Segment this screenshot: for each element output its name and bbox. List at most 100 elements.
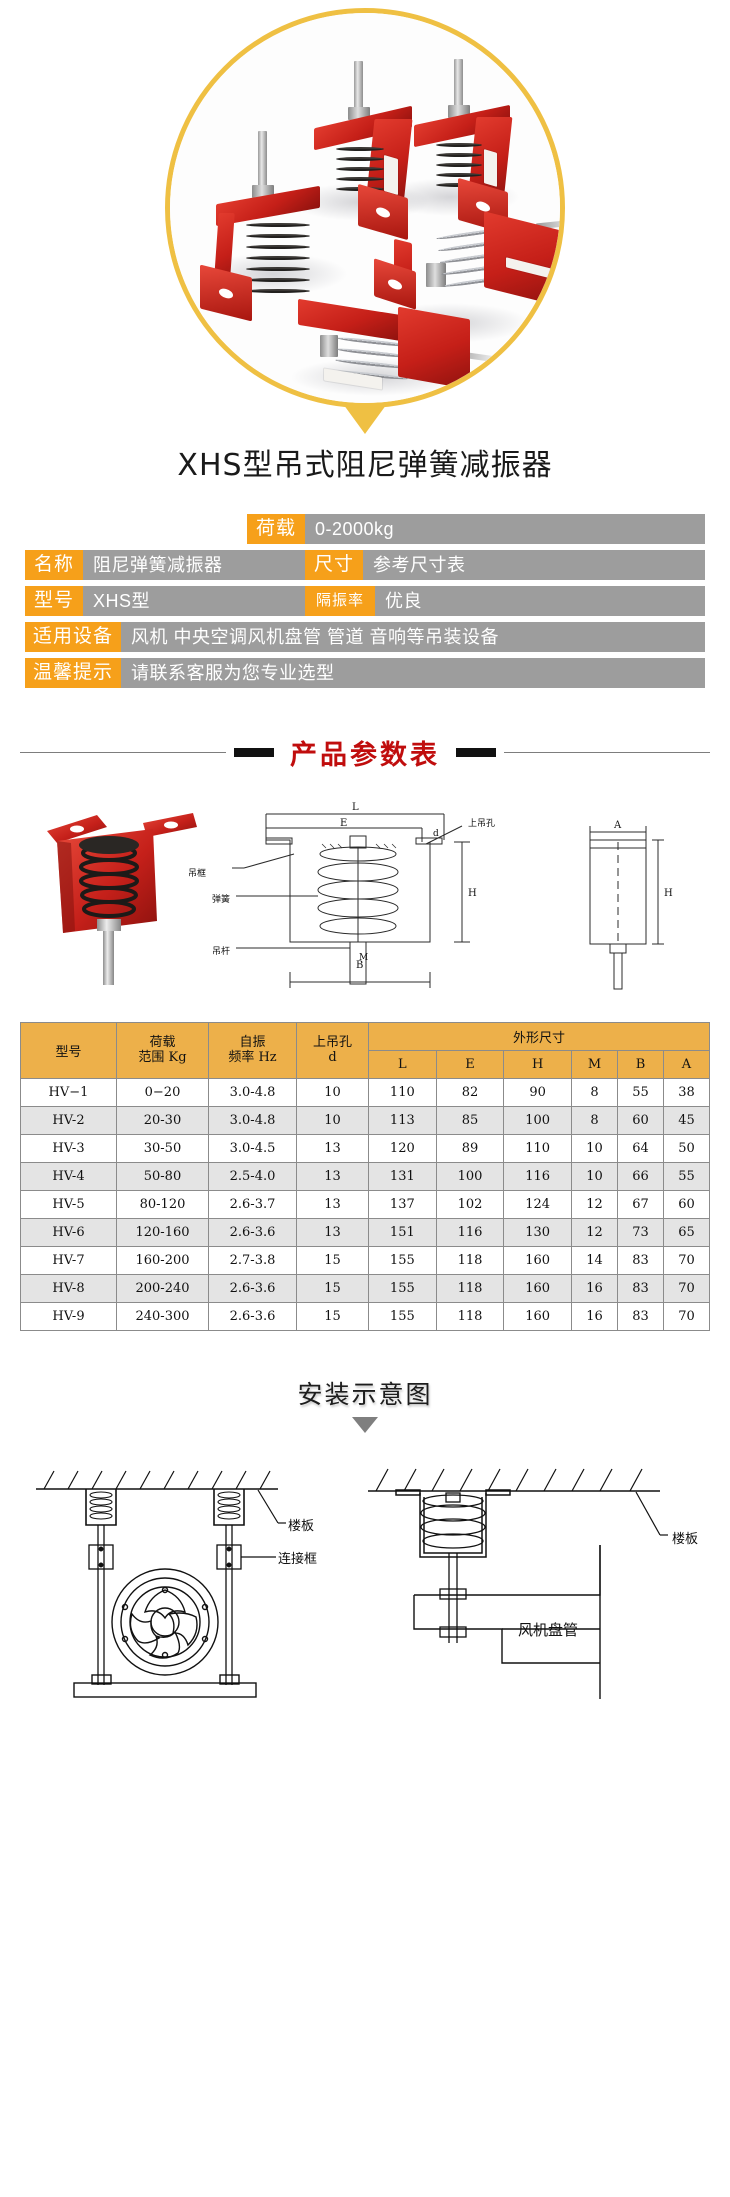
col-hole: 上吊孔 d [296, 1022, 369, 1079]
table-cell-model: HV-4 [20, 1162, 117, 1191]
table-cell-model: HV-2 [20, 1106, 117, 1135]
table-cell-freq: 3.0-4.8 [208, 1078, 297, 1107]
product-photo-pin [165, 8, 565, 434]
banner-dash-right-icon [456, 747, 496, 757]
table-cell-B: 73 [616, 1218, 664, 1247]
table-cell-A: 45 [662, 1106, 711, 1135]
install-diagram-fan-coil [368, 1468, 668, 1699]
table-cell-E: 118 [435, 1274, 505, 1303]
col-E: E [435, 1050, 505, 1079]
table-cell-L: 155 [368, 1246, 437, 1275]
spec-summary: 荷载 0-2000kg 名称 阻尼弹簧减振器 尺寸 参考尺寸表 型号 XHS型 … [25, 514, 705, 688]
table-cell-M: 16 [571, 1302, 618, 1331]
table-cell-d: 15 [296, 1302, 369, 1331]
hero-section [0, 0, 730, 434]
col-hole-l1: 上吊孔 [312, 1034, 352, 1050]
table-cell-H: 100 [503, 1106, 573, 1135]
section-header-params: 产品参数表 [0, 722, 730, 782]
spec-value-equipment: 风机 中央空调风机盘管 管道 音响等吊装设备 [121, 622, 705, 652]
table-cell-E: 118 [435, 1246, 505, 1275]
spec-key-model: 型号 [25, 586, 83, 616]
table-cell-model: HV-3 [20, 1134, 117, 1163]
table-cell-load: 160-200 [116, 1246, 209, 1275]
table-cell-load: 120-160 [116, 1218, 209, 1247]
table-cell-H: 90 [503, 1078, 573, 1107]
spec-key-size: 尺寸 [305, 550, 363, 580]
table-cell-B: 55 [616, 1078, 664, 1107]
drawing-label-frame: 吊框 [188, 869, 207, 879]
table-cell-L: 131 [368, 1162, 437, 1191]
table-cell-M: 10 [571, 1134, 618, 1163]
table-cell-H: 116 [503, 1162, 573, 1191]
table-cell-E: 89 [435, 1134, 505, 1163]
table-cell-d: 13 [296, 1134, 369, 1163]
table-cell-A: 70 [662, 1302, 711, 1331]
table-cell-H: 124 [503, 1190, 573, 1219]
table-cell-B: 66 [616, 1162, 664, 1191]
install-label-connector: 连接框 [278, 1552, 318, 1567]
table-cell-L: 151 [368, 1218, 437, 1247]
table-cell-B: 67 [616, 1190, 664, 1219]
table-cell-load: 50-80 [116, 1162, 209, 1191]
table-cell-L: 110 [368, 1078, 437, 1107]
section-header-install: 安装示意图 [0, 1375, 730, 1433]
table-cell-d: 15 [296, 1274, 369, 1303]
table-cell-E: 102 [435, 1190, 505, 1219]
table-cell-H: 160 [503, 1302, 573, 1331]
svg-text:B: B [356, 960, 363, 971]
table-cell-H: 110 [503, 1134, 573, 1163]
table-cell-load: 80-120 [116, 1190, 209, 1219]
table-cell-A: 60 [662, 1190, 711, 1219]
svg-text:H: H [468, 888, 477, 899]
product-photo [170, 13, 560, 403]
table-cell-L: 137 [368, 1190, 437, 1219]
table-cell-d: 10 [296, 1106, 369, 1135]
section-title-params: 产品参数表 [290, 739, 440, 771]
drawing-label-spring: 弹簧 [212, 895, 231, 905]
table-cell-E: 118 [435, 1302, 505, 1331]
isolator-unit [374, 205, 560, 325]
table-cell-freq: 2.5-4.0 [208, 1162, 297, 1191]
col-load-range-l1: 荷载 [149, 1034, 176, 1050]
install-diagram-fan [36, 1470, 286, 1698]
spec-key-load: 荷载 [247, 514, 305, 544]
svg-text:M: M [359, 953, 368, 963]
table-cell-A: 70 [662, 1274, 711, 1303]
table-cell-model: HV-6 [20, 1218, 117, 1247]
table-cell-model: HV-5 [20, 1190, 117, 1219]
table-cell-model: HV-9 [20, 1302, 117, 1331]
table-cell-load: 0−20 [116, 1078, 209, 1107]
parameter-table: 型号 荷载 范围 Kg 自振 频率 Hz 上吊孔 d [20, 1022, 711, 1331]
spec-value-size: 参考尺寸表 [363, 550, 705, 580]
installation-diagrams: 楼板 连接框 [0, 1449, 730, 1779]
table-cell-model: HV-8 [20, 1274, 117, 1303]
col-H: H [503, 1050, 573, 1079]
isolator-unit [414, 59, 548, 235]
table-cell-H: 130 [503, 1218, 573, 1247]
table-cell-B: 83 [616, 1302, 664, 1331]
table-cell-d: 13 [296, 1190, 369, 1219]
isolator-unit [310, 61, 440, 241]
spec-row-name-size: 名称 阻尼弹簧减振器 尺寸 参考尺寸表 [25, 550, 705, 580]
install-label-slab-left: 楼板 [288, 1519, 315, 1534]
table-cell-load: 30-50 [116, 1134, 209, 1163]
col-L: L [368, 1050, 437, 1079]
col-frequency: 自振 频率 Hz [208, 1022, 297, 1079]
spec-key-tip: 温馨提示 [25, 658, 121, 688]
col-dimensions-group: 外形尺寸 [368, 1022, 710, 1051]
col-M: M [571, 1050, 618, 1079]
table-cell-load: 240-300 [116, 1302, 209, 1331]
table-cell-M: 16 [571, 1274, 618, 1303]
table-cell-M: 8 [571, 1106, 618, 1135]
spec-value-model: XHS型 [83, 586, 305, 616]
product-detail-page: XHS型吊式阻尼弹簧减振器 荷载 0-2000kg 名称 阻尼弹簧减振器 尺寸 … [0, 0, 730, 1779]
col-model: 型号 [20, 1022, 117, 1079]
table-cell-freq: 3.0-4.5 [208, 1134, 297, 1163]
